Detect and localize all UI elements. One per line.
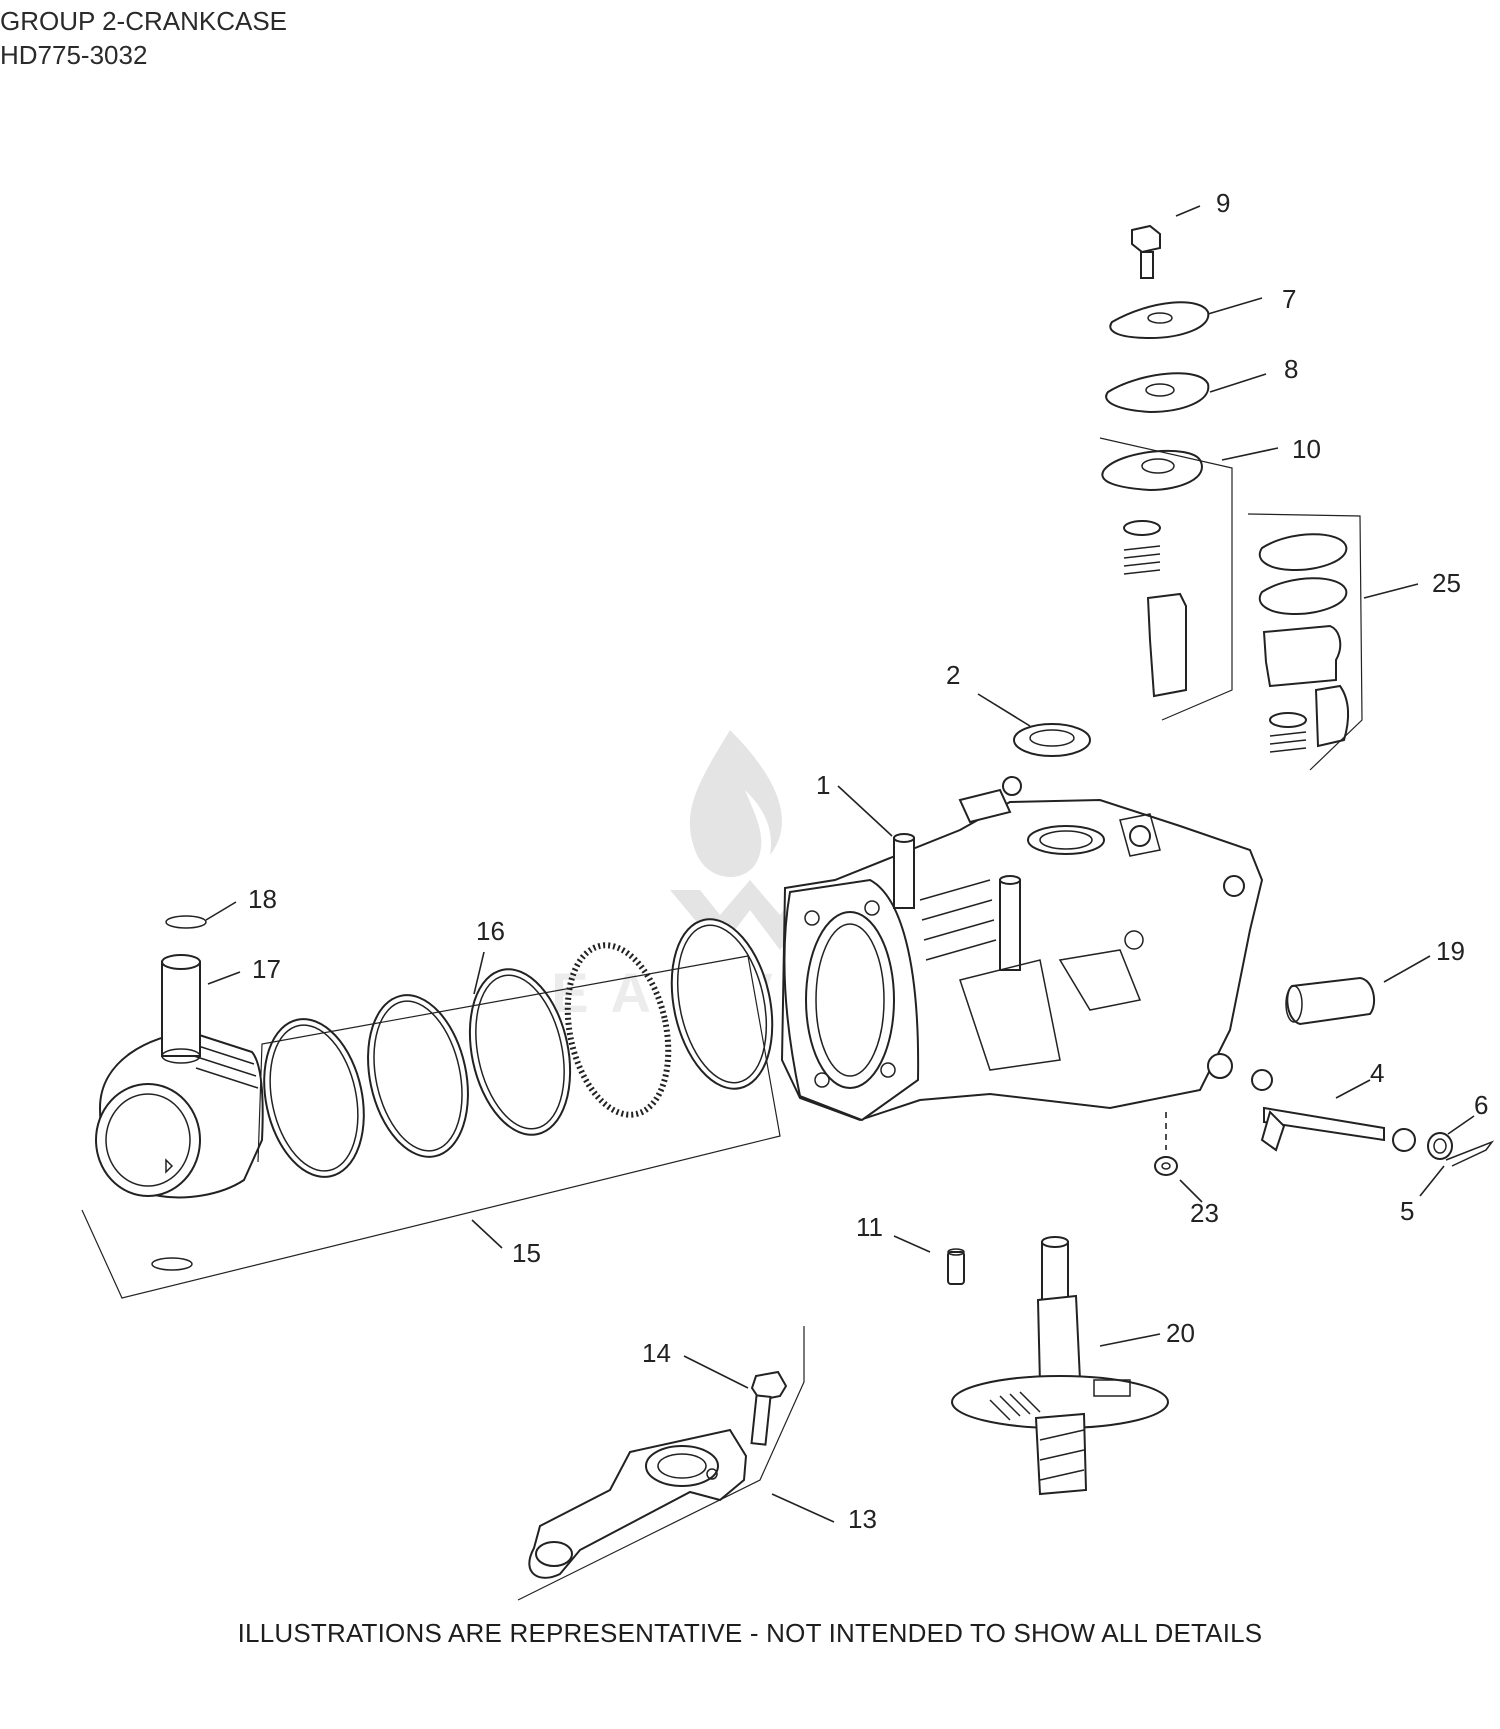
callout-2: 2 [946,660,960,690]
leader-10 [1221,447,1279,461]
callout-17: 17 [252,954,281,984]
plug-part-19 [1285,976,1376,1026]
bolt-part-9 [1131,224,1161,279]
leader-23 [1179,1179,1203,1203]
leader-17 [207,971,241,985]
leader-16 [473,951,485,995]
leader-2 [977,693,1031,727]
hairpin-clip-part-5 [1445,1140,1495,1167]
oil-seal-part-2 [1013,723,1091,757]
leader-7 [1207,297,1263,315]
model-code: HD775-3032 [0,40,148,70]
leader-19 [1383,955,1431,983]
leader-1 [837,785,893,837]
rod-bolt-part-14 [750,1370,788,1446]
camshaft-part-20 [951,1236,1169,1496]
plate-part-10 [1101,449,1203,698]
leader-14 [683,1355,749,1389]
leader-25 [1363,583,1419,599]
callout-5: 5 [1400,1196,1414,1226]
callout-6: 6 [1474,1090,1488,1120]
governor-shaft-part-4 [1260,1106,1385,1152]
leader-15 [471,1219,503,1249]
leader-18 [205,901,237,921]
callout-4: 4 [1370,1058,1384,1088]
callout-8: 8 [1284,354,1298,384]
leader-9 [1175,205,1201,217]
piston-part-15 [95,1030,264,1271]
disclaimer-footer: ILLUSTRATIONS ARE REPRESENTATIVE - NOT I… [237,1618,1263,1648]
callout-15: 15 [512,1238,541,1268]
callout-9: 9 [1216,188,1230,218]
callout-18: 18 [248,884,277,914]
leader-8 [1209,373,1267,393]
callout-20: 20 [1166,1318,1195,1348]
callout-14: 14 [642,1338,671,1368]
group-bracket-13 [517,1326,805,1601]
callout-19: 19 [1436,936,1465,966]
callout-10: 10 [1292,434,1321,464]
callout-23: 23 [1190,1198,1219,1228]
snap-ring-lower [151,1257,193,1271]
group-bracket-10 [1099,437,1233,721]
callout-25: 25 [1432,568,1461,598]
plate-part-8 [1105,372,1210,414]
piston-pin-part-17 [161,954,201,1064]
washer-part-23 [1154,1156,1178,1176]
group-title: GROUP 2-CRANKCASE [0,6,288,36]
leader-11 [893,1235,931,1253]
connecting-rod-part-13 [528,1428,748,1579]
callout-1: 1 [816,770,830,800]
plate-part-7 [1109,301,1210,340]
governor-parts-25 [1259,533,1350,753]
washer-part-6 [1392,1128,1453,1160]
callout-13: 13 [848,1504,877,1534]
crankcase-part-1 [780,776,1273,1122]
snap-ring-part-18 [165,915,207,929]
group-bracket-15 [81,955,781,1299]
leader-5 [1419,1165,1445,1197]
callout-7: 7 [1282,284,1296,314]
group-bracket-25 [1247,513,1363,771]
leader-4 [1335,1079,1371,1099]
piston-rings-part-16 [263,918,774,1178]
leader-13 [771,1493,835,1523]
leader-6 [1447,1115,1475,1135]
callout-11: 11 [856,1212,883,1242]
leader-20 [1099,1333,1161,1347]
callout-16: 16 [476,916,505,946]
dowel-pin-part-11 [947,1248,965,1285]
